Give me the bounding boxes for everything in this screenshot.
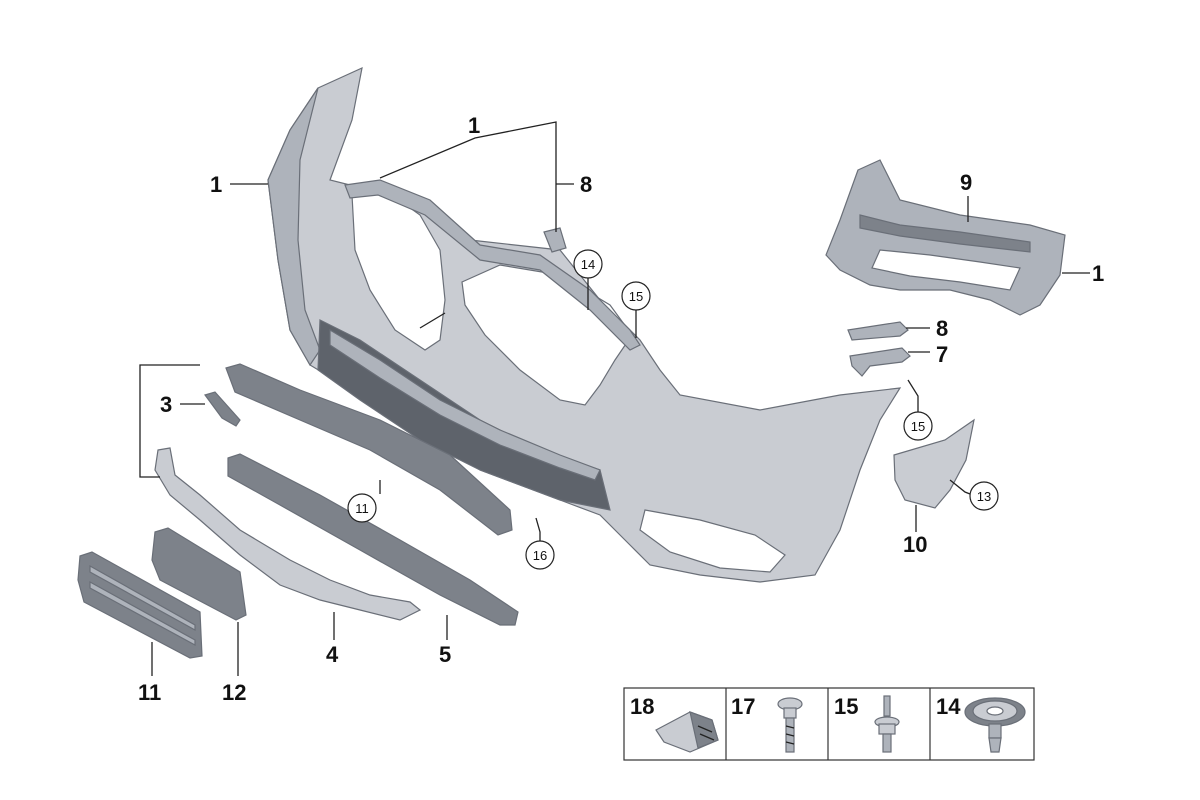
- callout-3: 3: [160, 392, 172, 417]
- trim-strip-16: [225, 363, 513, 536]
- circle-callout-16: 16: [533, 548, 547, 563]
- leader-lines: [139, 121, 1090, 676]
- spoiler-5: [227, 453, 519, 626]
- bracket-8-upper: [543, 227, 567, 253]
- deflector-10: [893, 418, 975, 509]
- small-parts-box: 18 17 15 14: [623, 687, 1035, 761]
- parts-box-label-14: 14: [936, 694, 961, 719]
- callout-12: 12: [222, 680, 246, 705]
- screw-icon: [777, 697, 803, 753]
- expanding-rivet-icon: [964, 697, 1026, 753]
- bumper-cover: [267, 66, 902, 583]
- parts-box-label-17: 17: [731, 694, 755, 719]
- bracket-8: [847, 321, 909, 341]
- callout-9: 9: [960, 170, 972, 195]
- circle-callout-15-right: 15: [911, 419, 925, 434]
- bracket-7: [849, 347, 911, 377]
- plate-12: [151, 527, 247, 621]
- circle-callout-11: 11: [355, 501, 369, 516]
- callout-10: 10: [903, 532, 927, 557]
- bracket-3: [204, 391, 241, 427]
- upper-carrier: [825, 159, 1066, 316]
- support-4: [154, 447, 422, 621]
- callout-8-right: 8: [936, 316, 948, 341]
- callout-1-right: 1: [1092, 261, 1104, 286]
- circled-callouts: 14 15 15 13 11 16: [347, 249, 999, 570]
- callout-11: 11: [138, 680, 161, 705]
- bolt-icon: [874, 695, 900, 753]
- callout-1-left: 1: [210, 172, 222, 197]
- parts-box-label-15: 15: [834, 694, 858, 719]
- circle-callout-14: 14: [581, 257, 595, 272]
- callout-labels: 1 1 1 8 9 8 7 3 10 4 5 11 12: [138, 113, 1104, 705]
- parts-box-label-18: 18: [630, 694, 654, 719]
- circle-callout-15-top: 15: [629, 289, 643, 304]
- callout-5: 5: [439, 642, 451, 667]
- callout-8-top: 8: [580, 172, 592, 197]
- callout-1-top: 1: [468, 113, 480, 138]
- callout-4: 4: [326, 642, 339, 667]
- circle-callout-13: 13: [977, 489, 991, 504]
- callout-7: 7: [936, 342, 948, 367]
- clip-icon: [655, 711, 719, 753]
